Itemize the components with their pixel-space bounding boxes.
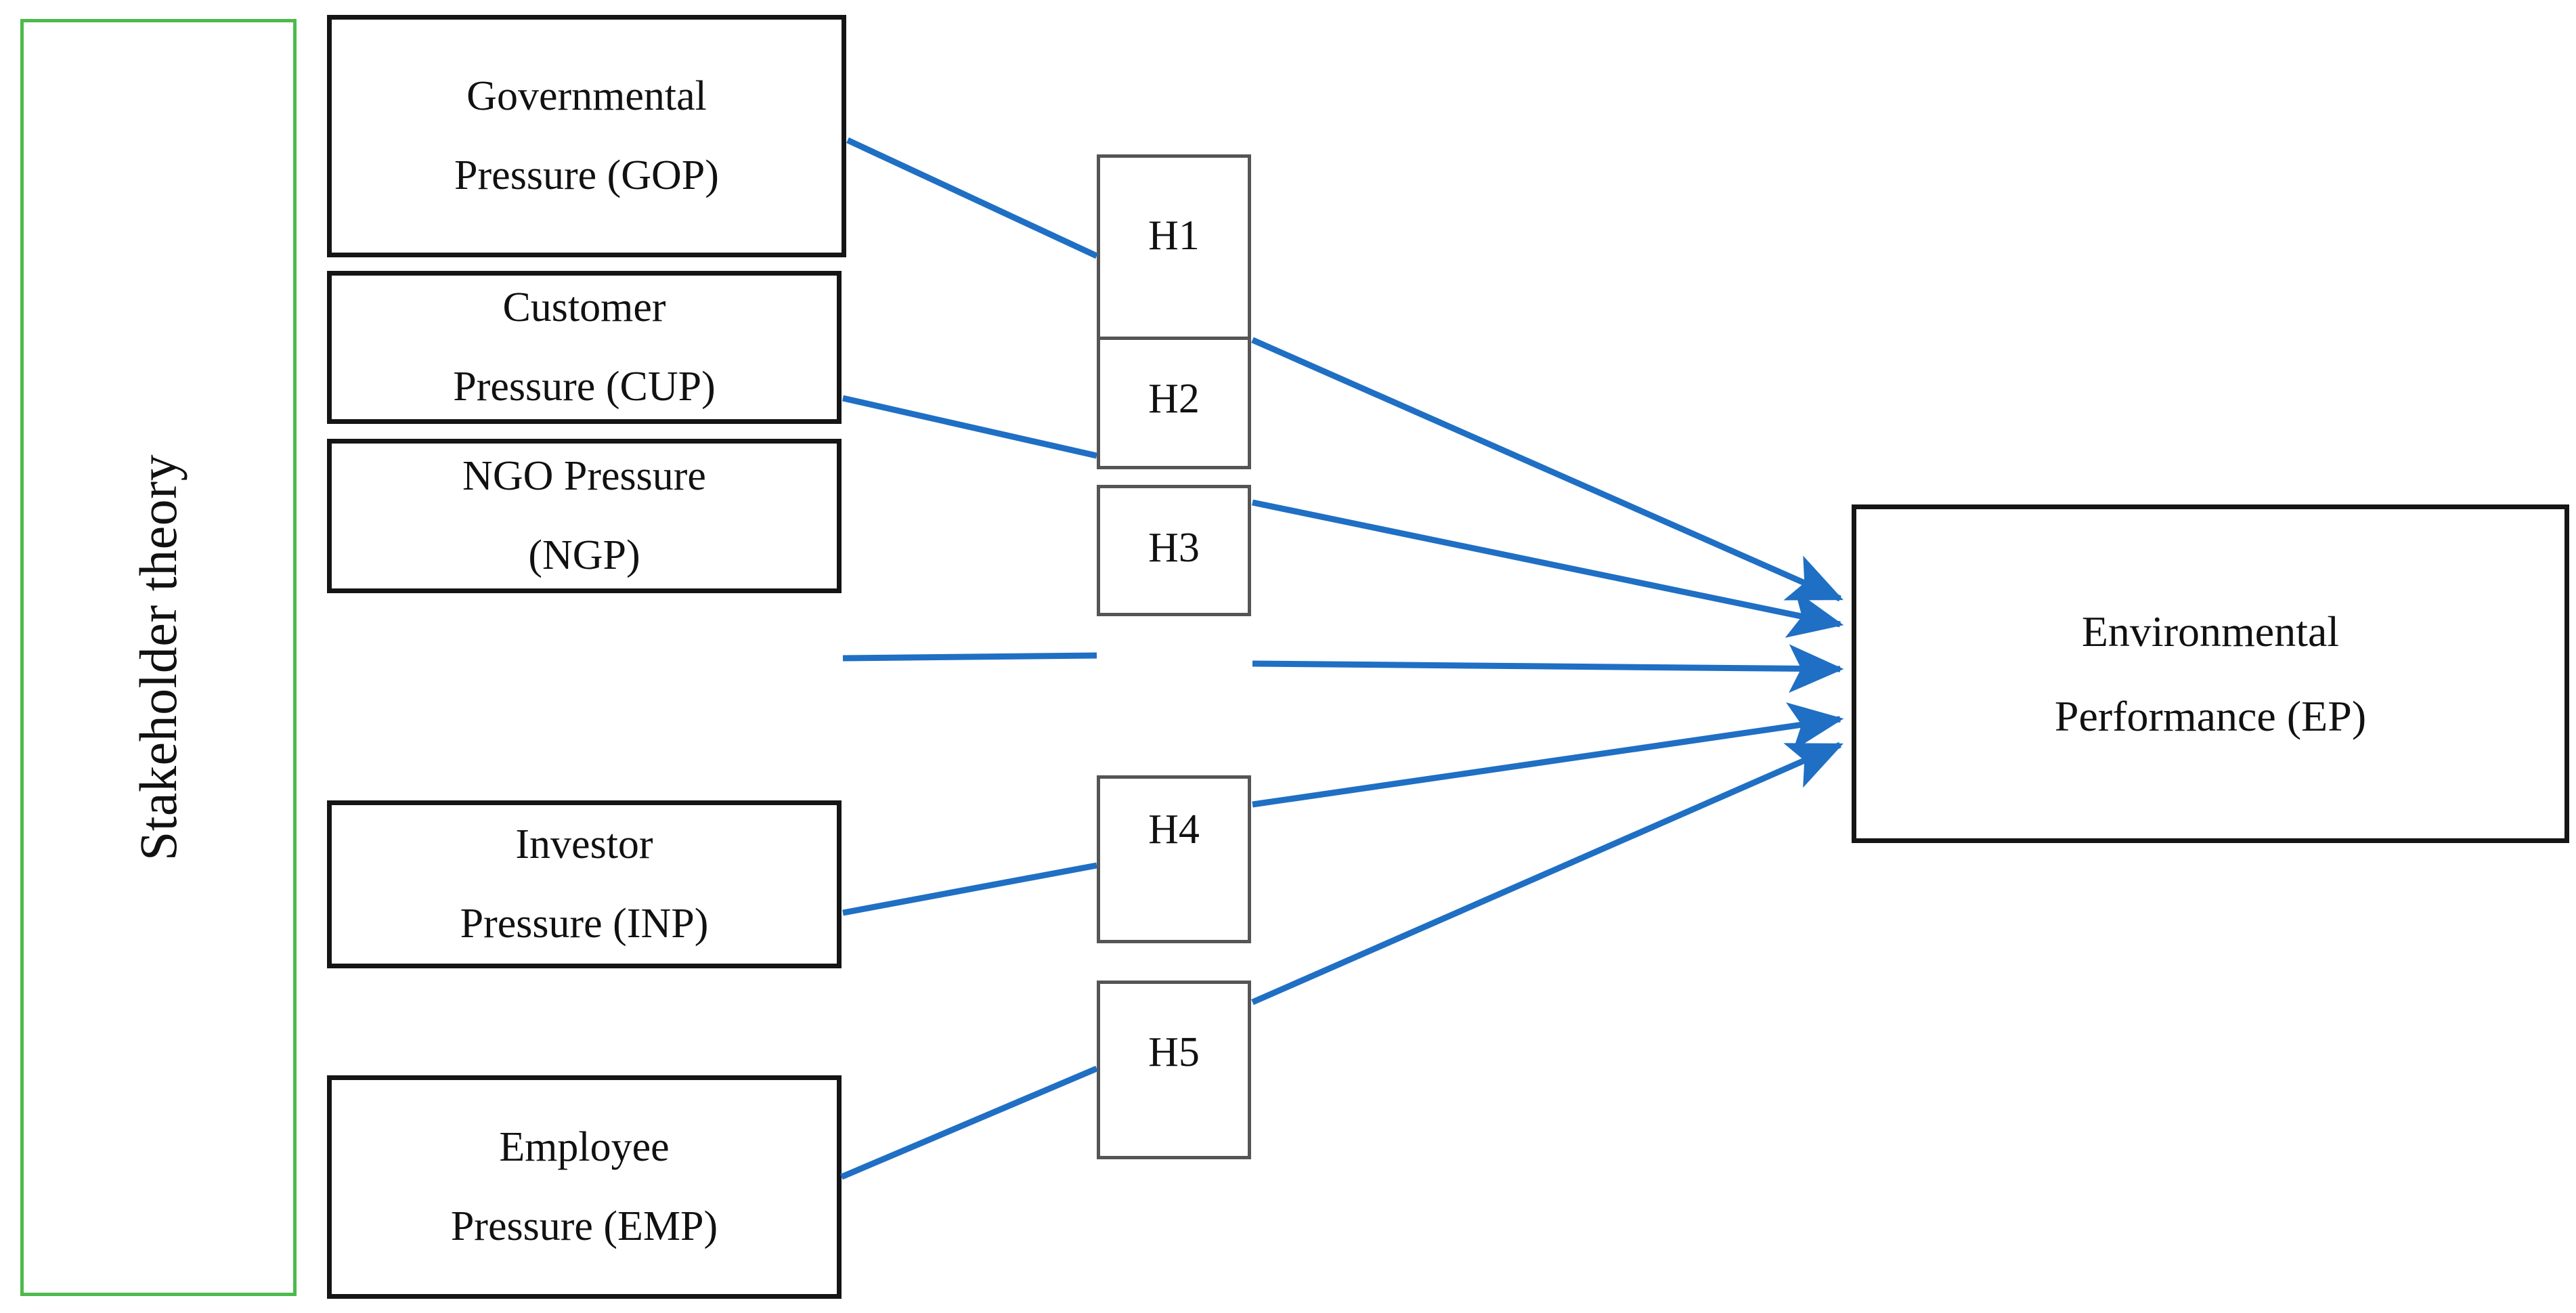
node-inp-line2: Pressure (INP) <box>460 901 709 947</box>
hypothesis-box-h2[interactable]: H2 <box>1097 337 1251 469</box>
node-gop-line2: Pressure (GOP) <box>454 152 719 198</box>
node-governmental-pressure[interactable]: Governmental Pressure (GOP) <box>327 15 846 257</box>
arrow-h1-to-ep <box>1251 337 1843 602</box>
node-ep-line1: Environmental <box>2081 607 2340 655</box>
stakeholder-theory-label: Stakeholder theory <box>129 454 188 861</box>
node-customer-pressure[interactable]: Customer Pressure (CUP) <box>327 271 842 424</box>
node-inp-line1: Investor <box>515 821 653 867</box>
node-cup-line1: Customer <box>502 284 666 330</box>
node-ngp-line2: (NGP) <box>528 532 640 578</box>
hypothesis-box-h4[interactable]: H4 <box>1097 775 1251 943</box>
link-emp-to-h5 <box>840 1065 1098 1180</box>
arrow-h3-to-ep <box>1252 644 1844 693</box>
hypothesis-box-h1[interactable]: H1 <box>1097 154 1251 347</box>
arrow-h5-to-ep <box>1251 741 1843 1006</box>
stakeholder-theory-frame: Stakeholder theory <box>20 19 297 1296</box>
hypothesis-label-h4: H4 <box>1148 806 1200 853</box>
arrow-h2-to-ep <box>1252 499 1844 638</box>
node-cup-line2: Pressure (CUP) <box>453 364 716 410</box>
hypothesis-label-h2: H2 <box>1148 376 1200 422</box>
node-ep-line2: Performance (EP) <box>2054 692 2367 740</box>
hypothesis-label-h5: H5 <box>1148 1029 1200 1075</box>
arrow-h4-to-ep <box>1252 702 1844 808</box>
hypothesis-box-h3[interactable]: H3 <box>1097 485 1251 616</box>
node-emp-line1: Employee <box>499 1123 670 1170</box>
node-ngo-pressure[interactable]: NGO Pressure (NGP) <box>327 439 842 593</box>
link-gop-to-h1 <box>846 137 1098 259</box>
node-environmental-performance[interactable]: Environmental Performance (EP) <box>1852 504 2569 843</box>
hypothesis-label-h1: H1 <box>1148 213 1200 259</box>
hypothesis-box-h5[interactable]: H5 <box>1097 981 1251 1159</box>
node-ngp-line1: NGO Pressure <box>462 452 706 499</box>
link-cup-to-h2 <box>842 395 1097 459</box>
node-employee-pressure[interactable]: Employee Pressure (EMP) <box>327 1075 842 1299</box>
link-inp-to-h4 <box>842 862 1097 916</box>
node-gop-line1: Governmental <box>466 72 707 119</box>
node-emp-line2: Pressure (EMP) <box>450 1203 718 1249</box>
hypothesis-label-h3: H3 <box>1148 525 1200 571</box>
node-investor-pressure[interactable]: Investor Pressure (INP) <box>327 800 842 968</box>
link-ngp-to-h3 <box>842 652 1097 662</box>
